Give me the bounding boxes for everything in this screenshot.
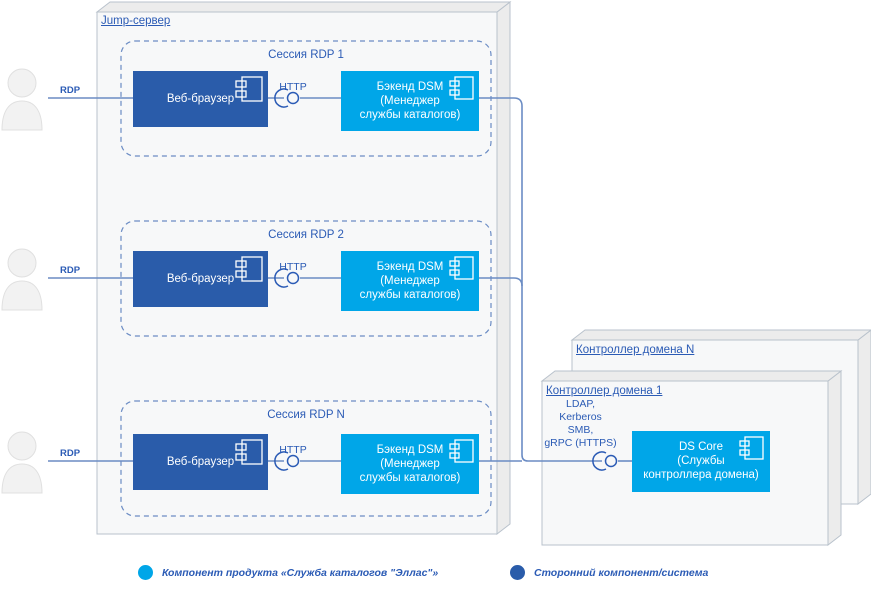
component-icon-ds-core	[739, 436, 764, 460]
web-browser-2-label: Веб-браузер	[166, 273, 235, 285]
web-browser-3-box[interactable]	[133, 434, 268, 490]
http-connector-1-label: HTTP	[279, 81, 307, 93]
legend-label-product: Компонент продукта «Служба каталогов "Эл…	[162, 566, 439, 579]
dsm-backend-2-label: Бэкенд DSM (Менеджер службы каталогов)	[359, 261, 461, 301]
component-icon-backend-1	[449, 76, 474, 100]
rdp-session-3-label: Сессия RDP N	[267, 409, 345, 421]
legend-swatch-product	[138, 565, 153, 580]
web-browser-3-label: Веб-браузер	[166, 456, 235, 468]
dsm-backend-3-label: Бэкенд DSM (Менеджер службы каталогов)	[359, 444, 461, 484]
rdp-session-2-label: Сессия RDP 2	[268, 229, 344, 241]
rdp-session-1-label: Сессия RDP 1	[268, 49, 344, 61]
link-backend1-trunk	[479, 97, 602, 462]
domain-controller-1-node	[540, 369, 843, 547]
link-backend2-trunk	[479, 277, 523, 287]
http-connector-2	[274, 268, 300, 288]
actor-icon-3	[1, 431, 43, 494]
http-connector-2-label: HTTP	[279, 261, 307, 273]
http-connector-1	[274, 88, 300, 108]
http-connector-3-label: HTTP	[279, 444, 307, 456]
dc-protocol-connector	[592, 451, 618, 471]
rdp-link-1-label: RDP	[60, 85, 81, 96]
rdp-link-3-label: RDP	[60, 448, 81, 459]
actor-icon-2	[1, 248, 43, 311]
component-icon-browser-2	[235, 256, 263, 282]
domain-controller-1-title: Контроллер домена 1	[546, 385, 663, 397]
dc-protocols-label: LDAP, Kerberos SMB, gRPC (HTTPS)	[544, 398, 617, 449]
component-icon-browser-3	[235, 439, 263, 465]
domain-controller-n-title: Контроллер домена N	[576, 344, 695, 356]
legend-item-product: Компонент продукта «Служба каталогов "Эл…	[138, 565, 438, 580]
legend-item-third-party: Сторонний компонент/система	[510, 565, 708, 580]
http-connector-3	[274, 451, 300, 471]
jump-server-title: Jump-сервер	[101, 15, 171, 27]
dsm-backend-1-label: Бэкенд DSM (Менеджер службы каталогов)	[359, 81, 461, 121]
component-icon-backend-2	[449, 256, 474, 280]
web-browser-1-box[interactable]	[133, 71, 268, 127]
component-icon-backend-3	[449, 439, 474, 463]
legend-swatch-third-party	[510, 565, 525, 580]
actor-icon-1	[1, 68, 43, 131]
web-browser-1-label: Веб-браузер	[166, 93, 235, 105]
web-browser-2-box[interactable]	[133, 251, 268, 307]
ds-core-label: DS Core (Службы контроллера домена)	[643, 441, 759, 481]
legend-label-third-party: Сторонний компонент/система	[534, 566, 709, 579]
component-icon-browser-1	[235, 76, 263, 102]
rdp-link-2-label: RDP	[60, 265, 81, 276]
